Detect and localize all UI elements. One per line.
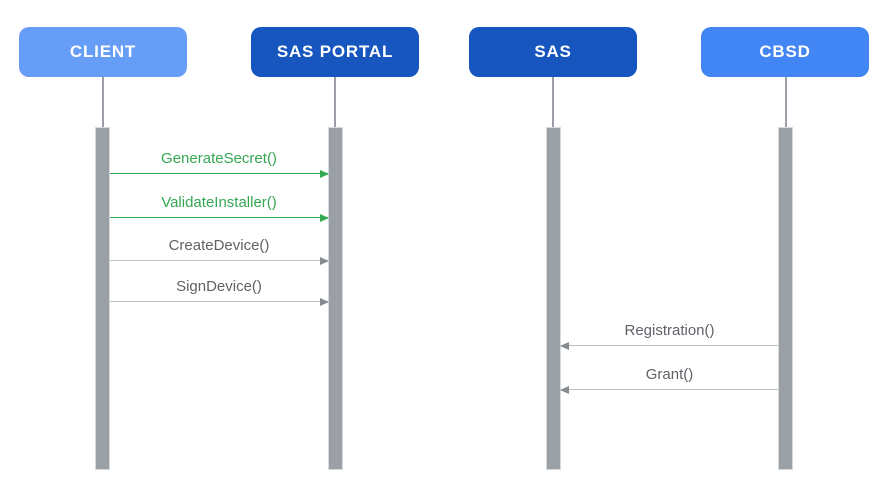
arrowhead-left-icon: [560, 341, 569, 350]
arrowhead-right-icon: [320, 297, 329, 306]
message-label: ValidateInstaller(): [161, 194, 277, 211]
activation-bar-cbsd: [778, 127, 793, 470]
message-label: CreateDevice(): [168, 237, 270, 254]
message-arrow-line: [110, 172, 328, 174]
arrowhead-left-icon: [560, 385, 569, 394]
message-arrow-line: [561, 344, 778, 346]
message-create-device: CreateDevice(): [110, 237, 329, 265]
lifeline-cbsd: [785, 77, 787, 127]
arrowhead-right-icon: [320, 169, 329, 178]
message-label: GenerateSecret(): [161, 150, 277, 167]
message-generate-secret: GenerateSecret(): [110, 150, 329, 178]
message-validate-installer: ValidateInstaller(): [110, 194, 329, 222]
activation-bar-sas: [546, 127, 561, 470]
message-grant: Grant(): [560, 366, 778, 394]
actor-box-client: CLIENT: [19, 27, 187, 77]
message-arrow-line: [110, 300, 328, 302]
actor-box-sas: SAS: [469, 27, 637, 77]
arrowhead-right-icon: [320, 256, 329, 265]
message-registration: Registration(): [560, 322, 778, 350]
message-arrow-line: [110, 216, 328, 218]
lifeline-sas: [552, 77, 554, 127]
actor-box-sas-portal: SAS PORTAL: [251, 27, 419, 77]
arrowhead-right-icon: [320, 213, 329, 222]
message-label: SignDevice(): [176, 278, 262, 295]
lifeline-sas-portal: [334, 77, 336, 127]
message-sign-device: SignDevice(): [110, 278, 329, 306]
message-arrow-line: [110, 259, 328, 261]
activation-bar-sas-portal: [328, 127, 343, 470]
message-label: Grant(): [645, 366, 694, 383]
lifeline-client: [102, 77, 104, 127]
actor-box-cbsd: CBSD: [701, 27, 869, 77]
message-label: Registration(): [624, 322, 715, 339]
message-arrow-line: [561, 388, 778, 390]
activation-bar-client: [95, 127, 110, 470]
